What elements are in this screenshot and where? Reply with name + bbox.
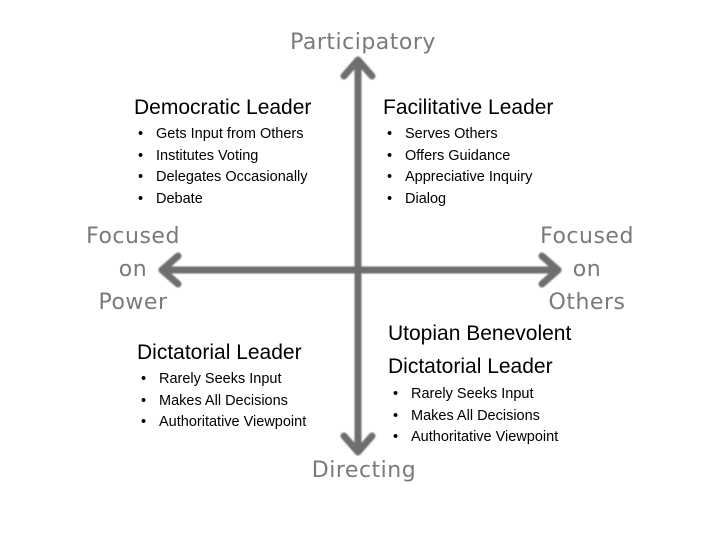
list-item: • Authoritative Viewpoint bbox=[139, 412, 306, 434]
quadrant-title: Utopian Benevolent bbox=[388, 322, 572, 345]
item-text: Gets Input from Others bbox=[156, 126, 304, 142]
list-item: • Makes All Decisions bbox=[139, 391, 306, 413]
axis-label-left-line: Power bbox=[98, 290, 168, 315]
list-item: • Dialog bbox=[385, 189, 553, 211]
axis-label-right-line: on bbox=[572, 257, 602, 282]
axis-label-bottom: Directing bbox=[311, 458, 417, 483]
item-text: Appreciative Inquiry bbox=[405, 169, 533, 185]
list-item: • Serves Others bbox=[385, 124, 553, 146]
quadrant-title: Dictatorial Leader bbox=[137, 341, 302, 364]
list-item: • Appreciative Inquiry bbox=[385, 167, 553, 189]
quadrant-items: • Gets Input from Others • Institutes Voti… bbox=[136, 124, 311, 210]
arrow-up-icon bbox=[340, 56, 376, 80]
bullet-icon: • bbox=[141, 371, 147, 387]
list-item: • Debate bbox=[136, 189, 311, 211]
item-text: Offers Guidance bbox=[405, 147, 511, 164]
axis-label-right-line: Focused bbox=[540, 224, 634, 249]
quadrant-title: Democratic Leader bbox=[134, 96, 312, 119]
list-item: • Makes All Decisions bbox=[391, 406, 571, 428]
bullet-icon: • bbox=[393, 386, 399, 402]
list-item: • Rarely Seeks Input bbox=[139, 369, 306, 391]
bullet-icon: • bbox=[387, 169, 393, 185]
item-text: Rarely Seeks Input bbox=[411, 386, 534, 402]
list-item: • Institutes Voting bbox=[136, 146, 311, 168]
axis-label-right: Focused on Others bbox=[517, 220, 657, 319]
axis-label-right-line: Others bbox=[548, 290, 626, 315]
axis-label-top: Participatory bbox=[290, 30, 436, 55]
arrow-down-icon bbox=[340, 432, 376, 456]
item-text: Authoritative Viewpoint bbox=[411, 429, 559, 445]
bullet-icon: • bbox=[138, 169, 144, 185]
item-text: Makes All Decisions bbox=[159, 392, 288, 409]
bullet-icon: • bbox=[138, 147, 144, 164]
bullet-icon: • bbox=[393, 407, 399, 424]
bullet-icon: • bbox=[393, 429, 399, 445]
list-item: • Delegates Occasionally bbox=[136, 167, 311, 189]
bullet-icon: • bbox=[387, 147, 393, 164]
bullet-icon: • bbox=[387, 126, 393, 142]
item-text: Makes All Decisions bbox=[411, 407, 540, 424]
item-text: Rarely Seeks Input bbox=[159, 371, 282, 387]
item-text: Delegates Occasionally bbox=[156, 169, 308, 185]
quadrant-title: Facilitative Leader bbox=[383, 96, 554, 119]
quadrant-facilitative: Facilitative Leader • Serves Others • Offe… bbox=[383, 91, 553, 210]
arrow-right-icon bbox=[538, 252, 562, 288]
axis-label-left: Focused on Power bbox=[63, 220, 203, 319]
item-text: Serves Others bbox=[405, 126, 498, 142]
list-item: • Offers Guidance bbox=[385, 146, 553, 168]
quadrant-title: Dictatorial Leader bbox=[388, 355, 553, 378]
bullet-icon: • bbox=[141, 392, 147, 409]
bullet-icon: • bbox=[138, 190, 144, 207]
quadrant-items: • Rarely Seeks Input • Makes All Decisions… bbox=[139, 369, 306, 434]
axis-label-left-line: Focused bbox=[86, 224, 180, 249]
axis-label-left-line: on bbox=[118, 257, 148, 282]
quadrant-democratic: Democratic Leader • Gets Input from Other… bbox=[134, 91, 311, 210]
quadrant-dictatorial: Dictatorial Leader • Rarely Seeks Input •… bbox=[137, 336, 306, 434]
list-item: • Gets Input from Others bbox=[136, 124, 311, 146]
item-text: Authoritative Viewpoint bbox=[159, 414, 307, 430]
arrow-left-icon bbox=[158, 252, 182, 288]
bullet-icon: • bbox=[387, 190, 393, 207]
bullet-icon: • bbox=[138, 126, 144, 142]
item-text: Dialog bbox=[405, 190, 447, 207]
quadrant-items: • Serves Others • Offers Guidance • Appreci… bbox=[385, 124, 553, 210]
quadrant-utopian-benevolent: Utopian Benevolent Dictatorial Leader • R… bbox=[388, 317, 571, 449]
item-text: Institutes Voting bbox=[156, 147, 259, 164]
list-item: • Rarely Seeks Input bbox=[391, 384, 571, 406]
bullet-icon: • bbox=[141, 414, 147, 430]
list-item: • Authoritative Viewpoint bbox=[391, 427, 571, 449]
quadrant-items: • Rarely Seeks Input • Makes All Decisions… bbox=[391, 384, 571, 449]
item-text: Debate bbox=[156, 190, 203, 207]
